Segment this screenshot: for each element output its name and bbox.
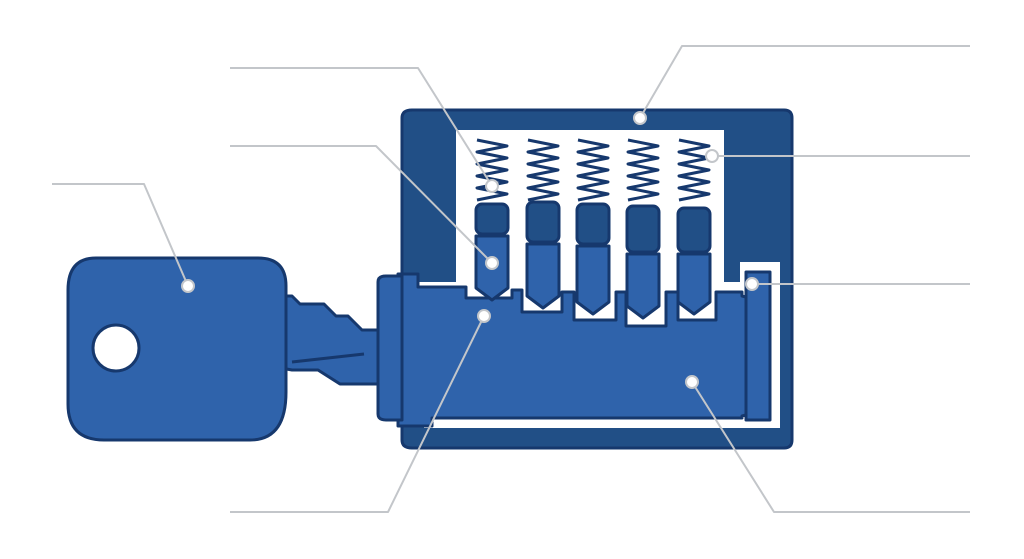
driver-pin-2 <box>525 200 561 244</box>
key-pin-3 <box>575 244 611 316</box>
spring-3 <box>576 138 610 202</box>
callout-marker-shear-line <box>745 277 759 291</box>
callout-marker-plug <box>477 309 491 323</box>
driver-pins <box>474 200 712 254</box>
key-pin-2 <box>525 242 561 310</box>
driver-pin-3 <box>575 202 611 246</box>
spring-2 <box>526 138 560 202</box>
leader-lines <box>52 45 970 513</box>
callout-marker-key-pin <box>485 256 499 270</box>
leader-cylinder <box>691 381 970 513</box>
key-pin-5 <box>676 252 712 316</box>
leader-key-pin <box>230 145 493 264</box>
driver-pin-4 <box>625 204 661 254</box>
key-pin-4 <box>625 252 661 320</box>
plug-face-flange <box>376 274 404 422</box>
key-bow <box>66 256 288 442</box>
driver-pin-5 <box>676 206 712 254</box>
key-pins <box>474 234 712 320</box>
plug-cam-ring <box>744 270 772 422</box>
key-hole <box>91 323 141 373</box>
callout-marker-spring <box>485 179 499 193</box>
spring-5 <box>677 138 711 202</box>
spring-4 <box>626 138 660 202</box>
leader-housing <box>639 45 970 119</box>
key-blade-groove <box>291 352 365 364</box>
callout-marker-housing <box>633 111 647 125</box>
driver-pin-1 <box>474 202 510 236</box>
key <box>66 256 380 442</box>
callout-markers <box>181 111 759 389</box>
callout-marker-cylinder <box>685 375 699 389</box>
callout-marker-spring-right <box>705 149 719 163</box>
leader-key-bow <box>52 183 189 287</box>
leader-plug <box>230 315 485 513</box>
callout-marker-key-bow <box>181 279 195 293</box>
leader-spring <box>230 67 493 187</box>
